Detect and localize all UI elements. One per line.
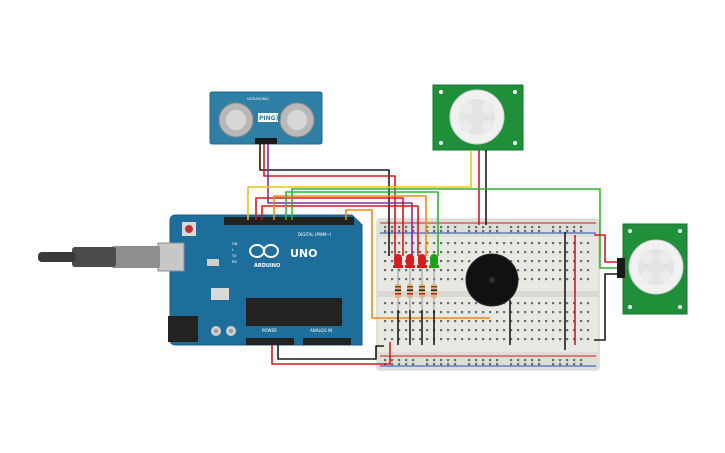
wire-purple-ping-sig bbox=[267, 144, 413, 256]
led-group bbox=[393, 254, 439, 268]
wire-black-ping-gnd bbox=[259, 144, 390, 256]
analog-label: ANALOG IN bbox=[310, 328, 332, 333]
ultrasonic-text: ULTRASONIC bbox=[247, 97, 269, 101]
ping-label: PING)) bbox=[259, 115, 281, 122]
resistor-4 bbox=[431, 268, 437, 310]
wire-yellow-pir bbox=[247, 150, 472, 220]
wire-black-gnd bbox=[277, 345, 384, 360]
pir-sensor-right bbox=[617, 223, 688, 315]
atmega-chip bbox=[246, 298, 342, 326]
resistor-3 bbox=[419, 268, 425, 310]
wires bbox=[247, 144, 617, 365]
wire-orange-buzzer bbox=[345, 209, 490, 319]
arduino-brand-label: ARDUINO bbox=[254, 263, 280, 269]
power-header bbox=[246, 338, 294, 345]
digital-label: DIGITAL (PWM~) bbox=[298, 232, 332, 237]
pir-sensor-top bbox=[432, 84, 524, 151]
wire-red-ping-vcc bbox=[263, 144, 396, 256]
wire-black-pir-right bbox=[594, 273, 617, 341]
resistor-group bbox=[395, 268, 437, 310]
led-4 bbox=[429, 254, 439, 268]
usb-cable bbox=[38, 252, 76, 262]
arduino-logo bbox=[249, 244, 279, 258]
uno-label: UNO bbox=[290, 247, 318, 260]
power-jack bbox=[168, 316, 198, 342]
arduino-uno-board: UNO ARDUINO DIGITAL (PWM~) POWER ANALOG … bbox=[38, 214, 363, 346]
usb-plug bbox=[112, 246, 160, 268]
resistor-1 bbox=[395, 268, 401, 310]
wire-orange-led3 bbox=[273, 195, 427, 256]
led-3 bbox=[417, 254, 427, 268]
usb-connector bbox=[157, 242, 185, 272]
resistor-2 bbox=[407, 268, 413, 310]
wire-red-pir-right bbox=[594, 234, 617, 263]
wire-green-led4 bbox=[285, 191, 439, 256]
reset-button bbox=[185, 225, 193, 233]
wire-red-power bbox=[271, 342, 391, 365]
digital-header bbox=[224, 217, 354, 225]
wire-green-pir-right bbox=[291, 188, 617, 269]
rx-label: RX bbox=[232, 260, 237, 264]
on-label: ON bbox=[232, 242, 238, 246]
breadboard-holes bbox=[384, 226, 590, 366]
power-label: POWER bbox=[262, 328, 277, 333]
wire-red-led2 bbox=[261, 205, 419, 256]
wire-red-led1 bbox=[255, 197, 404, 256]
piezo-buzzer bbox=[465, 253, 519, 307]
led-1 bbox=[393, 254, 403, 268]
tx-label: TX bbox=[231, 254, 237, 258]
analog-header bbox=[303, 338, 351, 345]
usb-cable-head bbox=[72, 247, 116, 267]
led-2 bbox=[405, 254, 415, 268]
ultrasonic-sensor: PING)) ULTRASONIC bbox=[209, 91, 323, 145]
l-label: L bbox=[232, 248, 234, 252]
